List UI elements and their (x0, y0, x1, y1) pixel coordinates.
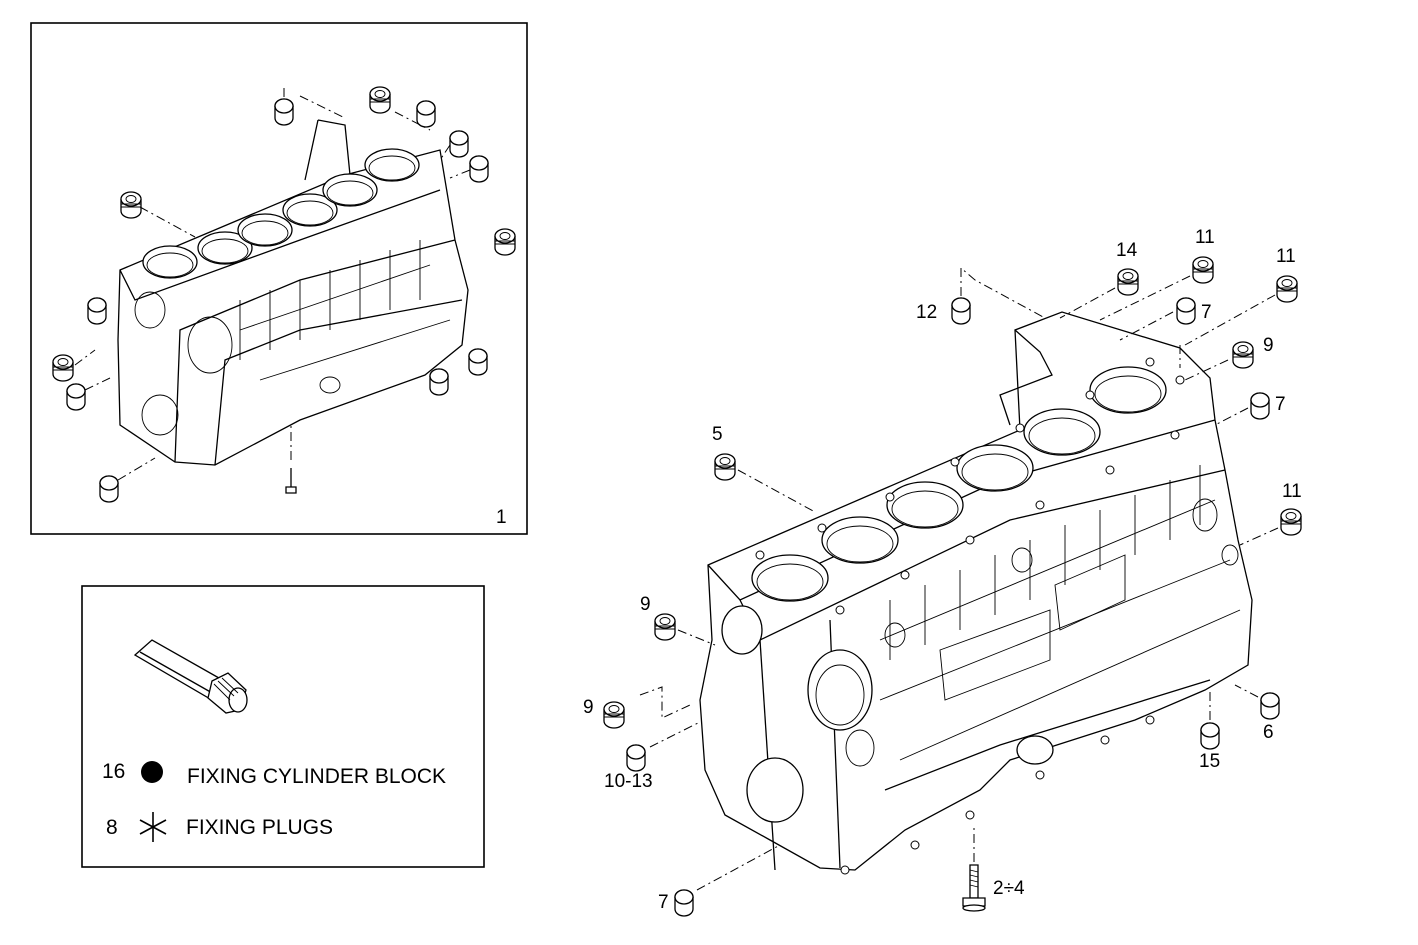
overview-ref-number: 1 (496, 507, 507, 528)
callout-9-mid: 9 (640, 594, 651, 615)
overview-panel: 1 (30, 22, 528, 535)
filled-circle-icon (141, 761, 163, 783)
callout-11-top: 11 (1195, 227, 1215, 248)
callout-6: 6 (1263, 722, 1274, 743)
main-parts (603, 256, 1302, 917)
callout-11-right: 11 (1276, 246, 1296, 267)
legend-label: FIXING CYLINDER BLOCK (187, 765, 446, 788)
callout-12: 12 (916, 302, 937, 323)
callout-11-lower: 11 (1282, 481, 1302, 502)
callout-labels: 14 11 11 12 7 9 7 5 11 9 9 10-13 6 15 7 … (583, 227, 1302, 913)
legend-item-fixing-plugs: 8 FIXING PLUGS (106, 812, 333, 842)
legend-item-fixing-cylinder-block: 16 FIXING CYLINDER BLOCK (102, 760, 446, 788)
callout-7-bottom: 7 (658, 892, 669, 913)
legend-label: FIXING PLUGS (186, 816, 333, 839)
legend-number: 16 (102, 760, 125, 783)
callout-7-mid: 7 (1275, 394, 1286, 415)
callout-14: 14 (1116, 240, 1138, 261)
main-engine-block-drawing (699, 311, 1253, 875)
callout-9-lower: 9 (583, 697, 594, 718)
callout-2-4: 2÷4 (993, 878, 1025, 899)
overview-parts (52, 84, 516, 503)
legend-panel: 16 FIXING CYLINDER BLOCK 8 FIXING PLUGS (81, 585, 485, 868)
callout-7-upper: 7 (1201, 302, 1212, 323)
callout-9-upper: 9 (1263, 335, 1274, 356)
callout-15: 15 (1199, 751, 1220, 772)
sealant-tube-icon (133, 639, 248, 714)
legend-number: 8 (106, 816, 118, 839)
bolt-part (962, 825, 986, 912)
asterisk-icon (139, 812, 167, 842)
callout-10-13: 10-13 (604, 771, 653, 792)
overview-engine-block-drawing (117, 119, 469, 466)
callout-5: 5 (712, 424, 723, 445)
